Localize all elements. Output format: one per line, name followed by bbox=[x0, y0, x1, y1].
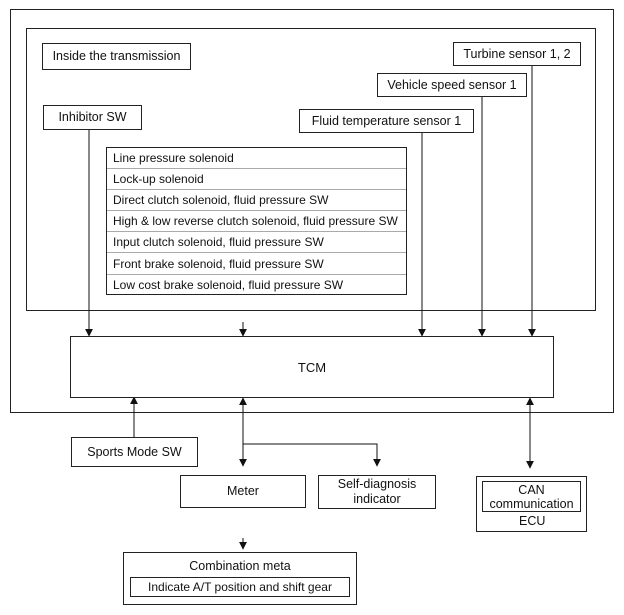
inhibitor-sw-box: Inhibitor SW bbox=[43, 105, 142, 130]
transmission-frame bbox=[26, 28, 596, 311]
fluid-temp-sensor-label: Fluid temperature sensor 1 bbox=[311, 113, 462, 128]
outer-frame bbox=[10, 9, 614, 413]
meter-label: Meter bbox=[227, 484, 259, 499]
combination-meta-box: Combination meta Indicate A/T position a… bbox=[123, 552, 357, 605]
tcm-box: TCM bbox=[70, 336, 554, 398]
turbine-sensor-label: Turbine sensor 1, 2 bbox=[463, 46, 571, 61]
meter-box: Meter bbox=[180, 475, 306, 508]
solenoid-row-direct-clutch: Direct clutch solenoid, fluid pressure S… bbox=[107, 190, 406, 212]
solenoid-row-line-pressure: Line pressure solenoid bbox=[107, 148, 406, 170]
combination-inner-label: Indicate A/T position and shift gear bbox=[148, 580, 332, 594]
sports-mode-sw-label: Sports Mode SW bbox=[87, 444, 182, 459]
solenoid-row-lock-up: Lock-up solenoid bbox=[107, 169, 406, 191]
can-line1: CAN bbox=[518, 482, 545, 497]
inside-transmission-box: Inside the transmission bbox=[42, 43, 191, 70]
can-line2: communication bbox=[489, 496, 574, 511]
tcm-label: TCM bbox=[297, 359, 327, 375]
inside-transmission-label: Inside the transmission bbox=[52, 49, 181, 64]
combination-meta-title: Combination meta bbox=[189, 559, 291, 573]
solenoid-row-high-low-reverse: High & low reverse clutch solenoid, flui… bbox=[107, 211, 406, 233]
can-communication-box: CAN communication bbox=[482, 481, 581, 512]
solenoid-list: Line pressure solenoid Lock-up solenoid … bbox=[106, 147, 407, 295]
fluid-temp-sensor-box: Fluid temperature sensor 1 bbox=[299, 109, 474, 133]
solenoid-row-front-brake: Front brake solenoid, fluid pressure SW bbox=[107, 253, 406, 275]
inhibitor-sw-label: Inhibitor SW bbox=[58, 110, 127, 125]
vehicle-speed-sensor-box: Vehicle speed sensor 1 bbox=[377, 73, 527, 97]
self-diagnosis-line1: Self-diagnosis bbox=[337, 477, 417, 491]
ecu-label: ECU bbox=[519, 514, 546, 528]
ecu-box: CAN communication ECU bbox=[476, 476, 587, 532]
tcm-selfdiag-arrow bbox=[243, 443, 381, 467]
vehicle-speed-sensor-label: Vehicle speed sensor 1 bbox=[387, 77, 517, 92]
solenoid-row-low-cost-brake: Low cost brake solenoid, fluid pressure … bbox=[113, 278, 344, 293]
sports-mode-sw-box: Sports Mode SW bbox=[71, 437, 198, 467]
turbine-sensor-box: Turbine sensor 1, 2 bbox=[453, 42, 581, 66]
self-diagnosis-line2: indicator bbox=[353, 492, 401, 506]
combination-inner-box: Indicate A/T position and shift gear bbox=[130, 577, 350, 597]
solenoid-row-input-clutch: Input clutch solenoid, fluid pressure SW bbox=[107, 232, 406, 254]
self-diagnosis-box: Self-diagnosis indicator bbox=[318, 475, 436, 509]
